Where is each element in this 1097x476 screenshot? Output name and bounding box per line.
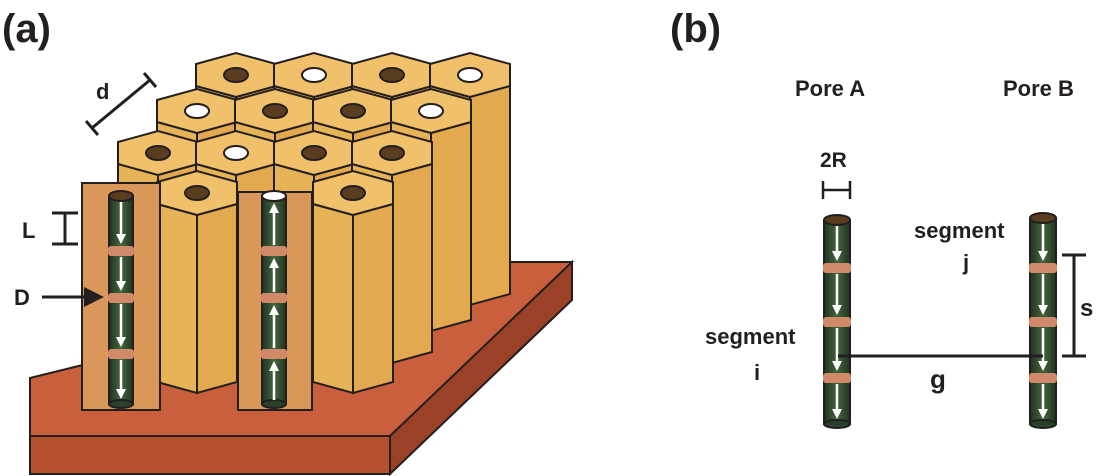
spacer-ring xyxy=(823,263,851,273)
segment-i-label: segment xyxy=(705,324,796,349)
dim-s: s xyxy=(1062,253,1093,358)
spacer-ring xyxy=(108,246,134,256)
nanowire-top xyxy=(1029,212,1057,224)
empty-pore xyxy=(418,103,444,119)
dim-g: g xyxy=(838,354,1043,394)
spacer-ring xyxy=(823,317,851,327)
spacer-ring xyxy=(261,246,287,256)
segment-j-label: segment xyxy=(914,218,1005,243)
dim-L: L xyxy=(22,211,78,246)
dim-d-label: d xyxy=(96,79,109,104)
spacer-ring xyxy=(261,293,287,303)
empty-pore xyxy=(301,67,327,83)
dim-L-label: L xyxy=(22,218,35,243)
filled-pore xyxy=(340,185,366,201)
empty-pore xyxy=(184,103,210,119)
filled-pore xyxy=(262,103,288,119)
column-side-right xyxy=(196,202,238,395)
dim-2R: 2R xyxy=(820,149,852,199)
pore-a-label: Pore A xyxy=(795,76,865,101)
dim-g-label: g xyxy=(930,364,946,394)
nanowire-top xyxy=(108,190,134,202)
dim-D: D xyxy=(14,285,104,310)
column-side-left xyxy=(312,202,354,395)
filled-pore xyxy=(223,67,249,83)
panel-b: (b) Pore A Pore B 2R g s segment j segme… xyxy=(670,7,1093,429)
dim-2R-label: 2R xyxy=(820,149,847,172)
nanowire-bottom xyxy=(823,419,851,429)
filled-pore xyxy=(379,67,405,83)
dim-D-label: D xyxy=(14,285,30,310)
membrane-column xyxy=(156,169,238,395)
column-side-right xyxy=(352,202,394,395)
segment-j-index: j xyxy=(962,250,969,275)
membrane-column xyxy=(312,169,394,395)
column-side-left xyxy=(156,202,198,395)
dim-d: d xyxy=(84,72,158,136)
nanowire-bottom xyxy=(1029,419,1057,429)
nanowire xyxy=(108,190,134,409)
pore-b-label: Pore B xyxy=(1003,76,1074,101)
panel-a: (a) d L xyxy=(2,7,575,476)
dim-s-label: s xyxy=(1080,295,1093,322)
nanowire xyxy=(823,214,851,429)
spacer-ring xyxy=(108,293,134,303)
nanowire-top-empty xyxy=(261,190,287,202)
empty-pore xyxy=(223,145,249,161)
nanowires-panel-a xyxy=(108,190,287,409)
nanowires-panel-b xyxy=(823,212,1057,429)
spacer-ring xyxy=(1029,317,1057,327)
spacer-ring xyxy=(108,349,134,359)
spacer-ring xyxy=(1029,263,1057,273)
panel-b-label: (b) xyxy=(670,7,721,51)
nanowire-bottom xyxy=(261,399,287,409)
nanowire xyxy=(1029,212,1057,429)
filled-pore xyxy=(340,103,366,119)
spacer-ring xyxy=(261,349,287,359)
filled-pore xyxy=(301,145,327,161)
nanowire-bottom xyxy=(108,399,134,409)
column-side-right xyxy=(469,84,511,307)
filled-pore xyxy=(145,145,171,161)
nanowire xyxy=(261,190,287,409)
panel-a-label: (a) xyxy=(2,7,51,51)
alumina-membrane xyxy=(117,51,511,395)
segment-i-index: i xyxy=(754,360,760,385)
empty-pore xyxy=(457,67,483,83)
filled-pore xyxy=(379,145,405,161)
spacer-ring xyxy=(823,373,851,383)
spacer-ring xyxy=(1029,373,1057,383)
nanowire-top xyxy=(823,214,851,226)
column-side-right xyxy=(391,162,433,365)
filled-pore xyxy=(184,185,210,201)
column-side-right xyxy=(430,120,472,333)
